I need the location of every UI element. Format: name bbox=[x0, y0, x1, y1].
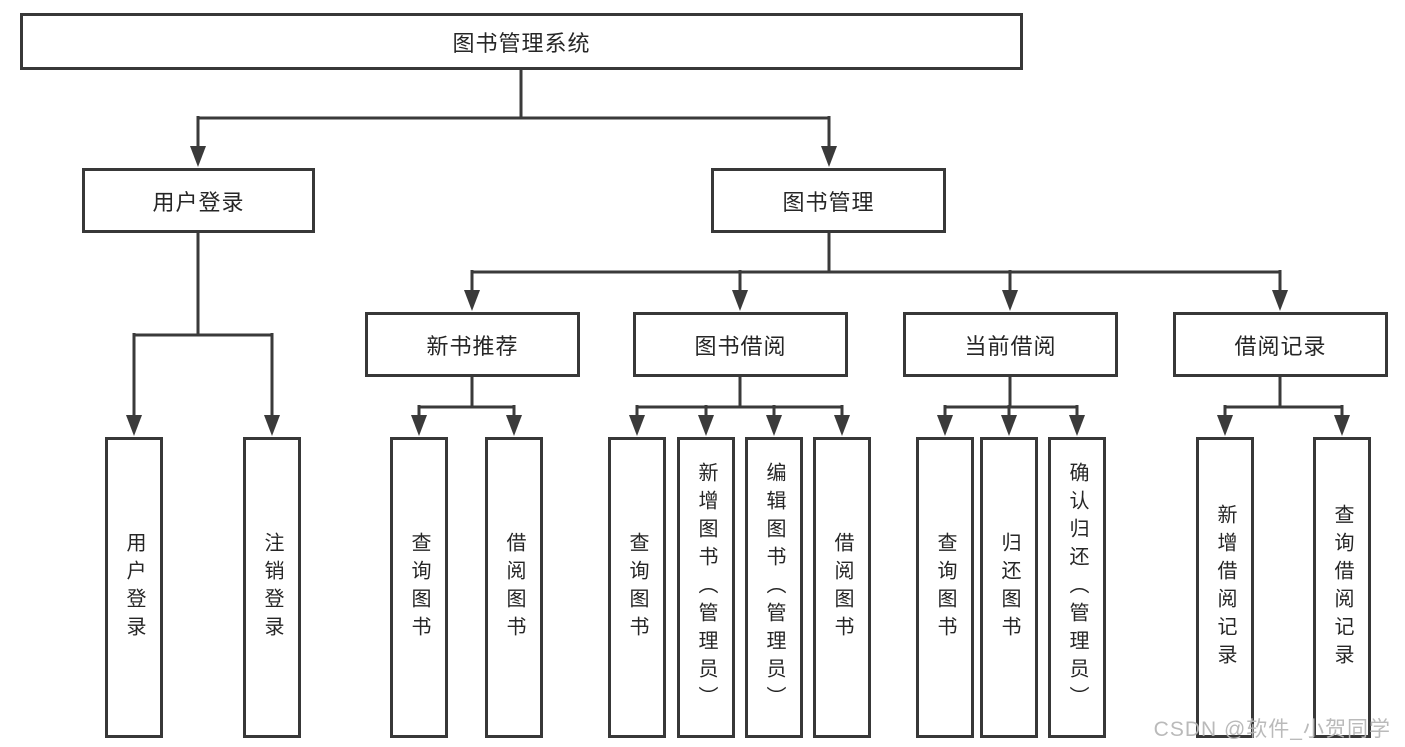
arrowhead bbox=[821, 146, 837, 167]
arrowhead bbox=[766, 415, 782, 436]
node-label: 新书推荐 bbox=[426, 333, 519, 359]
leaf-query-books-current: 查询图书 bbox=[916, 437, 974, 738]
leaf-return-books: 归还图书 bbox=[980, 437, 1038, 738]
node-label: 查询借阅记录 bbox=[1331, 503, 1353, 672]
node-label: 用户登录 bbox=[123, 531, 145, 644]
arrowhead bbox=[629, 415, 645, 436]
arrowhead bbox=[464, 290, 480, 311]
edges-user-login bbox=[126, 231, 280, 436]
edges-current-borrowing bbox=[937, 375, 1085, 436]
node-label: 新增借阅记录 bbox=[1214, 503, 1236, 672]
arrowhead bbox=[698, 415, 714, 436]
node-label: 用户登录 bbox=[152, 189, 245, 215]
leaf-borrow-books-borrowing: 借阅图书 bbox=[813, 437, 871, 738]
leaf-query-books-borrowing: 查询图书 bbox=[608, 437, 666, 738]
node-current-borrowing: 当前借阅 bbox=[903, 312, 1118, 377]
arrowhead bbox=[1069, 415, 1085, 436]
arrowhead bbox=[1217, 415, 1233, 436]
node-book-management: 图书管理 bbox=[711, 168, 946, 233]
leaf-logout: 注销登录 bbox=[243, 437, 301, 738]
arrowhead bbox=[411, 415, 427, 436]
node-user-login: 用户登录 bbox=[82, 168, 315, 233]
edges-book-management bbox=[464, 231, 1288, 311]
arrowhead bbox=[1334, 415, 1350, 436]
node-label: 查询图书 bbox=[934, 531, 956, 644]
node-label: 查询图书 bbox=[408, 531, 430, 644]
node-label: 借阅记录 bbox=[1234, 333, 1327, 359]
node-label: 当前借阅 bbox=[964, 333, 1057, 359]
node-borrowing-records: 借阅记录 bbox=[1173, 312, 1388, 377]
edges-book-borrowing bbox=[629, 375, 850, 436]
node-label: 编辑图书（管理员） bbox=[763, 461, 785, 714]
node-label: 确认归还（管理员） bbox=[1066, 461, 1088, 714]
node-label: 图书管理 bbox=[782, 189, 875, 215]
arrowhead bbox=[506, 415, 522, 436]
arrowhead bbox=[732, 290, 748, 311]
arrowhead bbox=[1001, 415, 1017, 436]
leaf-add-books-admin: 新增图书（管理员） bbox=[677, 437, 735, 738]
node-label: 借阅图书 bbox=[503, 531, 525, 644]
leaf-query-borrow-record: 查询借阅记录 bbox=[1313, 437, 1371, 738]
arrowhead bbox=[1272, 290, 1288, 311]
node-label: 新增图书（管理员） bbox=[695, 461, 717, 714]
arrowhead bbox=[126, 415, 142, 436]
arrowhead bbox=[937, 415, 953, 436]
arrowhead bbox=[1002, 290, 1018, 311]
node-label: 归还图书 bbox=[998, 531, 1020, 644]
node-label: 图书借阅 bbox=[694, 333, 787, 359]
node-label: 图书管理系统 bbox=[452, 30, 591, 56]
node-label: 注销登录 bbox=[261, 531, 283, 644]
node-book-borrowing: 图书借阅 bbox=[633, 312, 848, 377]
watermark-csdn: CSDN @软件_小贺同学 bbox=[1153, 718, 1391, 741]
node-label: 借阅图书 bbox=[831, 531, 853, 644]
arrowhead bbox=[264, 415, 280, 436]
arrowhead bbox=[190, 146, 206, 167]
edges-borrowing-records bbox=[1217, 375, 1350, 436]
arrowhead bbox=[834, 415, 850, 436]
node-new-book-recommendation: 新书推荐 bbox=[365, 312, 580, 377]
leaf-user-login: 用户登录 bbox=[105, 437, 163, 738]
leaf-confirm-return-admin: 确认归还（管理员） bbox=[1048, 437, 1106, 738]
edges-new-book-recommendation bbox=[411, 375, 522, 436]
leaf-add-borrow-record: 新增借阅记录 bbox=[1196, 437, 1254, 738]
node-library-management-system: 图书管理系统 bbox=[20, 13, 1023, 70]
leaf-borrow-books-recommend: 借阅图书 bbox=[485, 437, 543, 738]
edges-root bbox=[190, 68, 837, 167]
leaf-edit-books-admin: 编辑图书（管理员） bbox=[745, 437, 803, 738]
node-label: 查询图书 bbox=[626, 531, 648, 644]
leaf-query-books-recommend: 查询图书 bbox=[390, 437, 448, 738]
